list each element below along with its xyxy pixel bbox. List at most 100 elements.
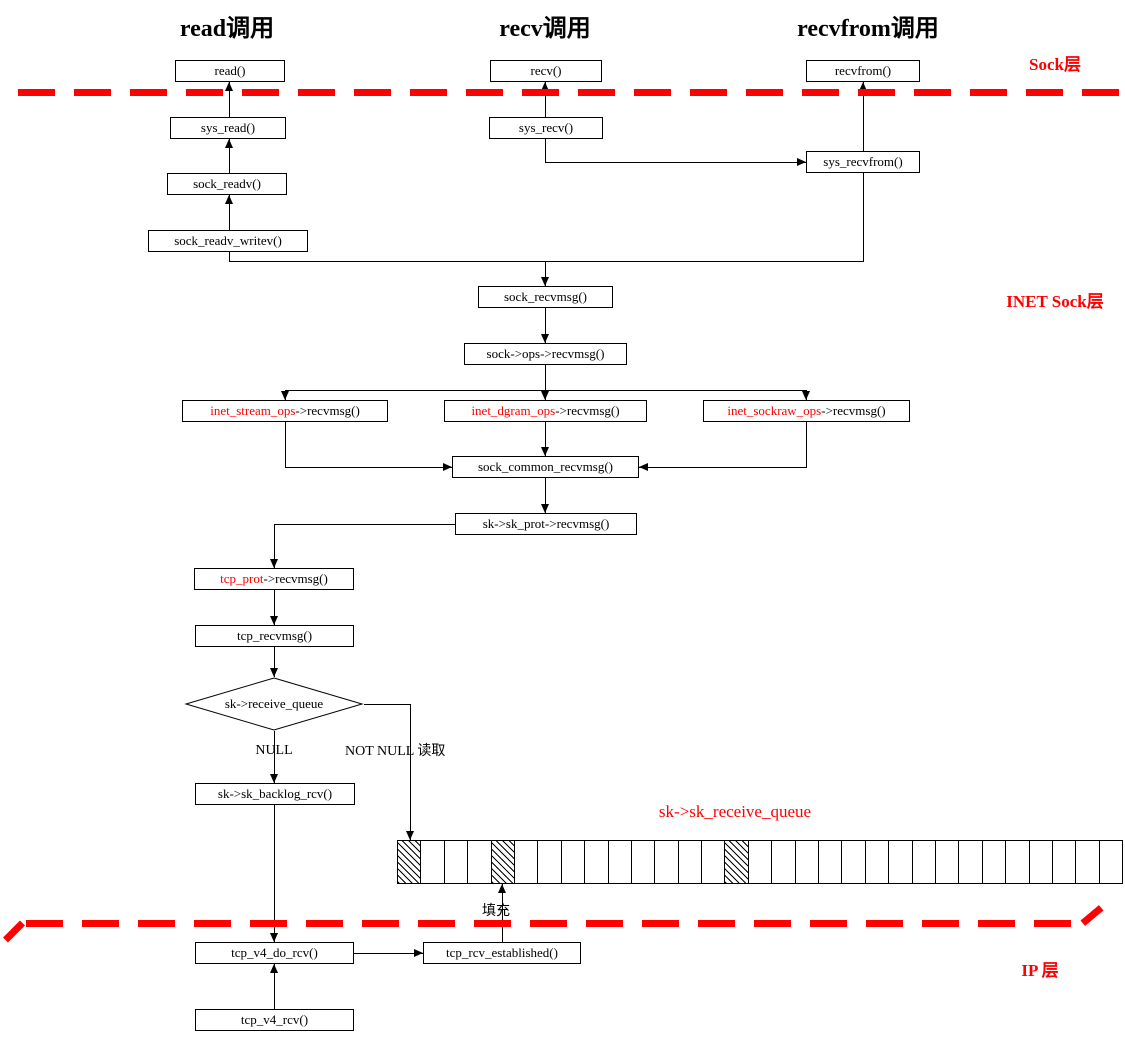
node-inet-sockraw-ops-rest: ->recvmsg() — [821, 403, 886, 418]
queue-cell — [1075, 841, 1098, 883]
queue-cell — [677, 841, 701, 883]
layer-divider-bottom — [26, 920, 1082, 927]
edge-into-inet-sockraw — [802, 390, 810, 400]
edge-into-sockrecvmsg — [541, 261, 549, 286]
node-sock-common-recvmsg: sock_common_recvmsg() — [452, 456, 639, 478]
queue-cell-filled — [490, 841, 514, 883]
node-inet-stream-ops-rest: ->recvmsg() — [295, 403, 360, 418]
edge-sysrecv-down — [545, 139, 546, 163]
divider-hook-right — [1080, 905, 1104, 926]
node-tcp-rcv-established: tcp_rcv_established() — [423, 942, 581, 964]
node-inet-dgram-ops-rest: ->recvmsg() — [555, 403, 620, 418]
node-tcp-v4-do-rcv-label: tcp_v4_do_rcv() — [231, 945, 318, 960]
node-inet-stream-ops-red: inet_stream_ops — [210, 403, 296, 418]
edge-sockrecvmsg-to-ops — [541, 308, 549, 343]
queue-cell — [934, 841, 958, 883]
edge-label-fill: 填充 — [482, 904, 510, 919]
edge-v4rcv-to-dorcv — [270, 964, 278, 1009]
edge-common-to-skprot — [541, 478, 549, 513]
node-sk-prot-recvmsg-label: sk->sk_prot->recvmsg() — [482, 516, 610, 531]
diamond-shape — [184, 677, 364, 731]
node-sock-ops-recvmsg-label: sock->ops->recvmsg() — [486, 346, 605, 361]
edge-readvwritev-down — [229, 252, 230, 262]
edge-notnull-to-queue — [406, 704, 414, 840]
edge-notnull-horizontal — [364, 704, 411, 705]
layer-divider-top — [18, 89, 1122, 96]
edge-skprot-left — [274, 524, 455, 525]
queue-cell — [911, 841, 935, 883]
edge-ops-down — [545, 365, 546, 391]
queue-cell — [420, 841, 443, 883]
node-recvfrom: recvfrom() — [806, 60, 920, 82]
decision-receive-queue: sk->receive_queue — [184, 677, 364, 731]
edge-sysrecv-to-recv — [541, 82, 549, 117]
node-tcp-v4-rcv-label: tcp_v4_rcv() — [240, 1012, 309, 1027]
receive-queue-label: sk->sk_receive_queue — [658, 802, 812, 821]
queue-cell — [630, 841, 654, 883]
divider-hook-left — [3, 920, 25, 943]
edge-tcpprot-to-tcprecvmsg — [270, 590, 278, 625]
node-sys-recvfrom-label: sys_recvfrom() — [823, 154, 903, 169]
edge-into-inet-stream — [281, 390, 289, 400]
node-inet-dgram-ops-red: inet_dgram_ops — [471, 403, 556, 418]
node-tcp-v4-rcv: tcp_v4_rcv() — [195, 1009, 354, 1031]
queue-cell — [771, 841, 794, 883]
queue-cell — [888, 841, 911, 883]
edge-dorcv-to-established — [354, 949, 423, 957]
queue-cell — [958, 841, 981, 883]
queue-cell — [443, 841, 467, 883]
queue-cell — [701, 841, 724, 883]
queue-cell — [747, 841, 771, 883]
node-sock-ops-recvmsg: sock->ops->recvmsg() — [464, 343, 627, 365]
layer-label-inet-sock: INET Sock层 — [1006, 292, 1104, 311]
edge-sockraw-to-common — [639, 463, 807, 471]
edge-fill-to-queue — [498, 884, 506, 942]
queue-cell — [467, 841, 490, 883]
node-tcp-prot-recvmsg: tcp_prot->recvmsg() — [194, 568, 354, 590]
edge-readvwritev-to-sockreadv — [225, 195, 233, 230]
node-tcp-recvmsg-label: tcp_recvmsg() — [236, 628, 313, 643]
node-tcp-prot-rest: ->recvmsg() — [263, 571, 328, 586]
queue-cell — [818, 841, 841, 883]
node-sock-readv-writev: sock_readv_writev() — [148, 230, 308, 252]
node-recv: recv() — [490, 60, 602, 82]
queue-cell — [1028, 841, 1052, 883]
edge-junction-horizontal — [229, 261, 864, 262]
column-title-recv: recv调用 — [499, 16, 591, 42]
node-inet-sockraw-ops: inet_sockraw_ops->recvmsg() — [703, 400, 910, 422]
column-title-recvfrom: recvfrom调用 — [797, 16, 939, 42]
node-sys-read-label: sys_read() — [200, 120, 256, 135]
queue-cell — [654, 841, 677, 883]
queue-cell — [560, 841, 584, 883]
node-inet-dgram-ops: inet_dgram_ops->recvmsg() — [444, 400, 647, 422]
node-sock-recvmsg-label: sock_recvmsg() — [503, 289, 588, 304]
column-title-read: read调用 — [179, 16, 275, 42]
queue-cell — [513, 841, 537, 883]
node-sock-readv-writev-label: sock_readv_writev() — [174, 233, 282, 248]
queue-cell-filled — [724, 841, 748, 883]
queue-cell — [607, 841, 631, 883]
node-recvfrom-label: recvfrom() — [834, 63, 892, 78]
node-sock-recvmsg: sock_recvmsg() — [478, 286, 613, 308]
node-sock-readv: sock_readv() — [167, 173, 287, 195]
queue-cell-filled — [398, 841, 421, 883]
queue-cell — [584, 841, 607, 883]
node-sys-recv-label: sys_recv() — [518, 120, 574, 135]
edge-into-tcpprot — [270, 524, 278, 568]
node-sys-recv: sys_recv() — [489, 117, 603, 139]
node-sock-common-recvmsg-label: sock_common_recvmsg() — [477, 459, 614, 474]
edge-sockreadv-to-sysread — [225, 139, 233, 173]
node-recv-label: recv() — [530, 63, 562, 78]
node-sk-prot-recvmsg: sk->sk_prot->recvmsg() — [455, 513, 637, 535]
edge-null-branch — [270, 731, 278, 783]
queue-cell — [1051, 841, 1075, 883]
edge-branch-horizontal — [285, 390, 807, 391]
edge-dgram-to-common — [541, 422, 549, 456]
node-sys-read: sys_read() — [170, 117, 286, 139]
node-sys-recvfrom: sys_recvfrom() — [806, 151, 920, 173]
decision-receive-queue-label: sk->receive_queue — [224, 696, 324, 711]
layer-label-sock: Sock层 — [1029, 55, 1081, 74]
edge-into-inet-dgram — [541, 390, 549, 400]
queue-cell — [1005, 841, 1028, 883]
